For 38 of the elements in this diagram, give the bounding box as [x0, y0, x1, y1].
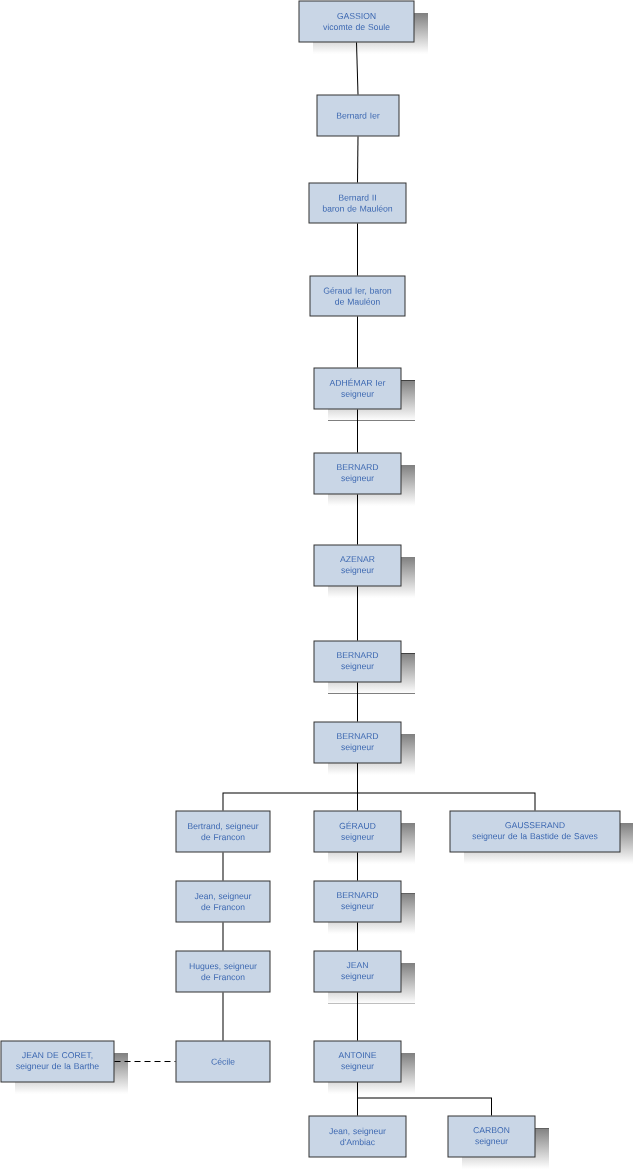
person-box: Géraud Ier, baron de Mauléon	[309, 275, 406, 317]
connector-line	[357, 494, 358, 545]
person-box: ADHÉMAR Ier seigneur	[313, 367, 415, 421]
person-box: JEAN DE CORET, seigneur de la Barthe	[0, 1040, 128, 1094]
connector-line	[357, 136, 359, 183]
person-box: CARBON seigneur	[447, 1115, 549, 1169]
connector-line	[357, 316, 358, 368]
connector-line	[357, 586, 358, 641]
person-box: BERNARD seigneur	[313, 640, 415, 694]
person-box: JEAN seigneur	[313, 950, 415, 1004]
connector-line	[222, 852, 224, 881]
person-box: Jean, seigneur de Francon	[175, 880, 271, 923]
person-box: Jean, seigneur d'Ambiac	[308, 1115, 407, 1158]
connector-line	[222, 992, 224, 1041]
person-box: Cécile	[175, 1040, 271, 1083]
connector-line	[357, 223, 358, 276]
person-box: Bernard Ier	[316, 94, 400, 137]
connector-line	[357, 409, 358, 453]
person-box: BERNARD seigneur	[313, 721, 415, 775]
person-box: BERNARD seigneur	[313, 880, 415, 934]
connector-line	[357, 992, 358, 1041]
connector-line	[357, 763, 536, 811]
connector-line	[357, 682, 358, 722]
person-box: GÉRAUD seigneur	[313, 810, 415, 864]
connector-line	[357, 852, 358, 881]
person-box: GASSION vicomte de Soule	[298, 0, 428, 54]
person-box: BERNARD seigneur	[313, 452, 415, 506]
connector-line	[357, 922, 358, 951]
person-box: ANTOINE seigneur	[313, 1040, 415, 1094]
connector-line	[357, 1082, 492, 1116]
person-box: Bernard II baron de Mauléon	[308, 182, 407, 224]
dashed-connector	[114, 1061, 176, 1062]
person-box: Hugues, seigneur de Francon	[175, 950, 271, 993]
person-box: AZENAR seigneur	[313, 544, 415, 598]
connector-line	[356, 42, 359, 95]
person-box: GAUSSERAND seigneur de la Bastide de Saves	[449, 810, 633, 864]
connector-line	[222, 922, 224, 951]
person-box: Bertrand, seigneur de Francon	[175, 810, 271, 853]
